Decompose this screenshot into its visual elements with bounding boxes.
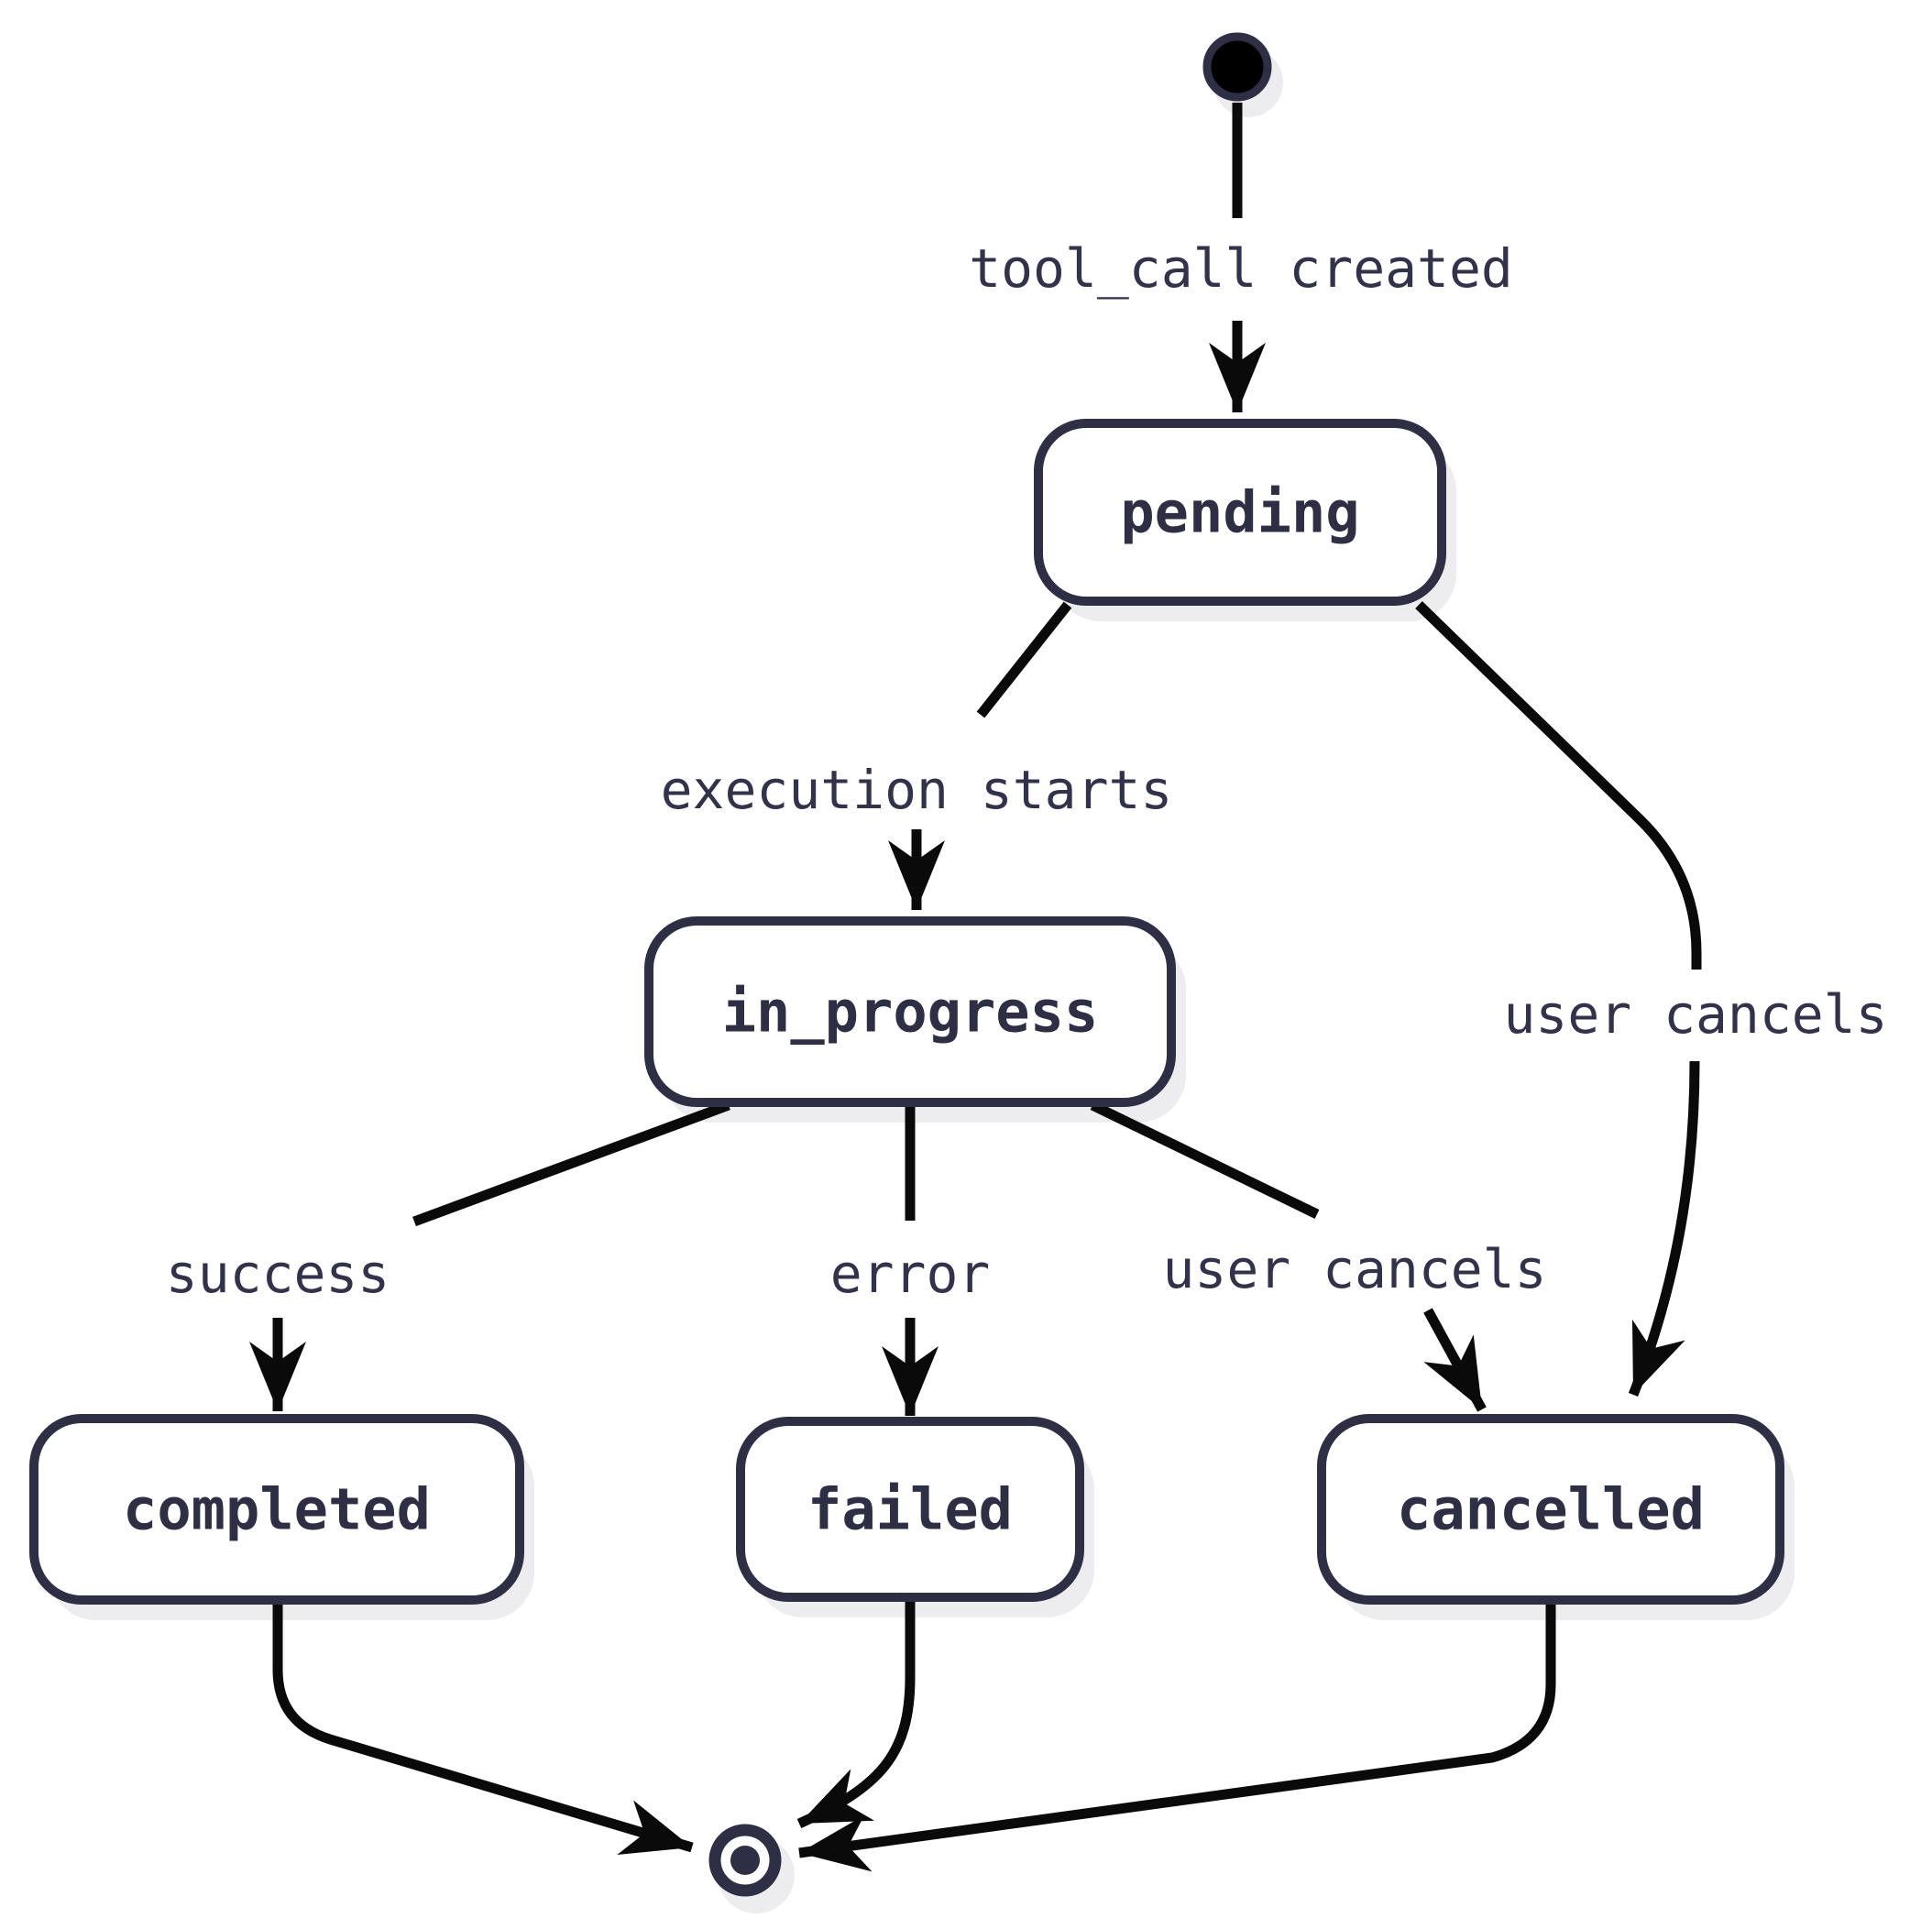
state-node-pending: pending (1034, 419, 1446, 606)
initial-state-dot (1202, 32, 1272, 102)
edge-pending-to-user-cancels-label (1415, 601, 1702, 970)
transition-edges (249, 103, 1702, 1872)
state-node-in-progress: in_progress (644, 916, 1176, 1107)
label-user-cancels-right: user cancels (1503, 983, 1887, 1046)
edge-user-cancels-to-cancelled (1628, 1060, 1700, 1397)
label-execution-starts: execution starts (661, 759, 1173, 821)
final-state-dot (730, 1846, 760, 1875)
edge-in-progress-to-success-label (412, 1100, 730, 1227)
failed-box (736, 1417, 1084, 1602)
edge-failed-to-final (796, 1601, 916, 1829)
label-tool-call-created: tool_call created (969, 237, 1513, 300)
completed-label: completed (123, 1476, 431, 1543)
in-progress-label: in_progress (722, 979, 1099, 1046)
edge-completed-to-final (272, 1601, 694, 1855)
label-error: error (830, 1243, 991, 1305)
cancelled-box (1317, 1414, 1784, 1605)
pending-label: pending (1120, 479, 1359, 546)
initial-state-node (1202, 32, 1272, 102)
in-progress-box (644, 916, 1176, 1107)
state-node-completed: completed (29, 1414, 524, 1605)
failed-label: failed (807, 1476, 1013, 1543)
final-state-node (708, 1824, 782, 1897)
cancelled-label: cancelled (1397, 1476, 1705, 1543)
label-user-cancels-mid: user cancels (1162, 1238, 1546, 1300)
edge-user-cancels-mid-to-cancelled (1423, 1308, 1487, 1412)
edge-cancelled-to-final (798, 1601, 1556, 1872)
transition-labels: tool_call created execution starts user … (166, 237, 1888, 1305)
edge-in-progress-to-user-cancels-label (1090, 1101, 1320, 1219)
label-success: success (166, 1243, 390, 1305)
edge-pending-to-execution-label (976, 601, 1072, 718)
pending-box (1034, 419, 1446, 606)
state-node-failed: failed (736, 1417, 1084, 1602)
completed-box (29, 1414, 524, 1605)
state-node-cancelled: cancelled (1317, 1414, 1784, 1605)
